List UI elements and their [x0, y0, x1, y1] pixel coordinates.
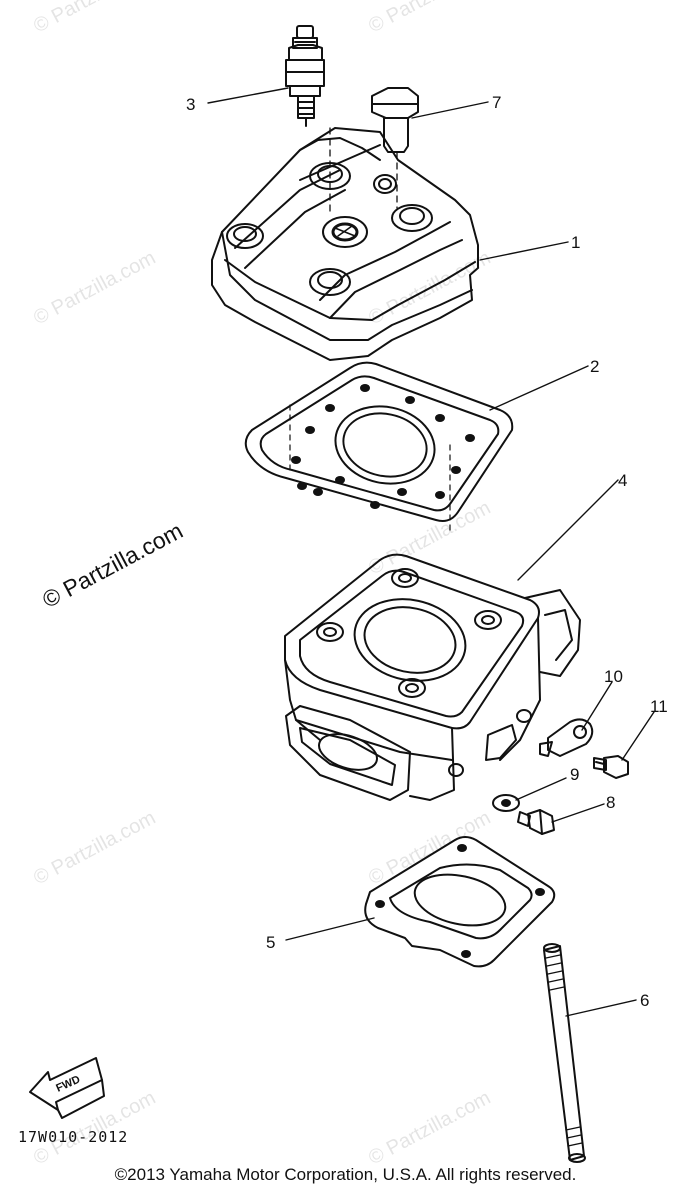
- callout-5: 5: [266, 933, 275, 952]
- callout-9: 9: [570, 765, 579, 784]
- copyright-notice: ©2013 Yamaha Motor Corporation, U.S.A. A…: [114, 1165, 577, 1184]
- clamp-part: [539, 718, 594, 757]
- cylinder-part: [284, 553, 581, 801]
- callout-11: 11: [650, 697, 668, 716]
- spark-plug-part: [285, 25, 325, 127]
- head-gasket-part: [244, 361, 514, 522]
- callout-8: 8: [606, 793, 615, 812]
- cap-bolt-part: [371, 87, 419, 153]
- leader-lines: [207, 87, 655, 1017]
- base-gasket-part: [364, 836, 556, 968]
- callout-2: 2: [590, 357, 599, 376]
- callout-7: 7: [492, 93, 501, 112]
- washer-part: [492, 794, 520, 812]
- bolt-part: [517, 809, 555, 835]
- callout-3: 3: [186, 95, 195, 114]
- callout-6: 6: [640, 991, 649, 1010]
- cylinder-head-part: [211, 127, 479, 361]
- screw-part: [593, 755, 629, 779]
- drawing-code: 17W010-2012: [18, 1128, 129, 1146]
- callout-4: 4: [618, 471, 627, 490]
- forward-arrow-icon: [29, 1057, 105, 1119]
- callout-1: 1: [571, 233, 580, 252]
- stud-bolt-part: [543, 943, 586, 1163]
- callout-10: 10: [604, 667, 623, 686]
